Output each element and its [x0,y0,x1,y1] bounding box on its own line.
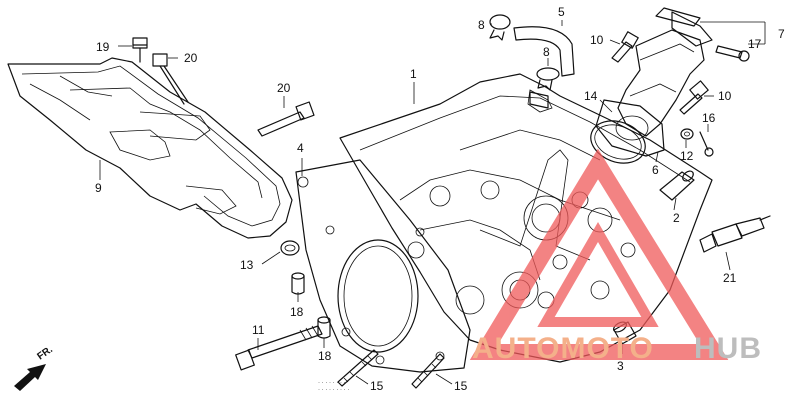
callout-12: 12 [680,149,694,163]
bolt-19-part [132,37,148,63]
callout-3: 3 [617,359,624,373]
callout-20-mid: 20 [277,81,291,95]
callout-5: 5 [558,5,565,19]
bolt-10-upper-part [611,31,639,63]
bolt-17-part [715,45,750,62]
callout-15-right: 15 [454,379,468,393]
cylinder-head-part [339,73,713,363]
watermark-logo-icon [469,148,729,360]
callout-11: 11 [252,323,265,337]
callout-14: 14 [584,89,598,103]
callout-18-lower: 18 [318,349,332,363]
front-direction-arrow-icon [14,364,46,391]
hose-clamp-8-upper-part [489,14,511,41]
bolt-20-upper-part [152,53,189,105]
bolt-11-part [235,325,323,371]
dowel-pin-18-upper-part [291,272,305,295]
callout-16: 16 [702,111,716,125]
callout-18-upper: 18 [290,305,304,319]
head-gasket-part [295,159,471,373]
watermark-word-2: HUB [694,332,762,365]
callout-labels: 1 2 3 4 5 6 7 8 8 9 10 10 11 12 13 14 15… [95,5,785,393]
bolt-20-mid-part [257,101,315,137]
o-ring-13-part [280,240,300,256]
bolt-10-lower-part [679,80,709,115]
leader-lines [99,20,766,385]
svg-text:· · · · · · · · ·: · · · · · · · · · [318,387,349,393]
callout-8-upper: 8 [478,18,485,32]
heat-shield-part [7,57,293,239]
callout-20-upper: 20 [184,51,198,65]
stud-15-right-part [411,353,445,389]
sleeve-2-part [659,170,695,201]
hose-fitting-part [529,91,549,109]
watermark-word-1: AUTOMOTO [472,332,654,365]
callout-4: 4 [297,141,304,155]
callout-6: 6 [652,163,659,177]
callout-2: 2 [673,211,680,225]
carburetor-insulator-7-part [617,7,713,137]
callout-17: 17 [748,37,762,51]
callout-7: 7 [778,27,785,41]
callout-13: 13 [240,258,254,272]
washer-12-part [680,128,694,140]
svg-text:· · · · · · · ·: · · · · · · · · [318,380,346,386]
callout-19: 19 [96,40,110,54]
front-direction-label: FR. [35,344,55,362]
callout-21: 21 [723,271,737,285]
spark-plug-21-part [699,215,771,253]
callout-8-lower: 8 [543,45,550,59]
callout-10-lower: 10 [718,89,732,103]
intake-flange-part [595,99,665,157]
stud-15-left-part [337,349,379,387]
bolt-16-part [699,131,714,157]
hose-clamp-8-lower-part [536,67,560,91]
o-ring-14-part [590,120,646,164]
callout-10-upper: 10 [590,33,604,47]
fine-print-block: · · · · · · · · · · · · · · · · · [318,380,349,393]
callout-1: 1 [410,67,417,81]
callout-9: 9 [95,181,102,195]
callout-15-left: 15 [370,379,384,393]
breather-hose-5-part [513,26,575,77]
